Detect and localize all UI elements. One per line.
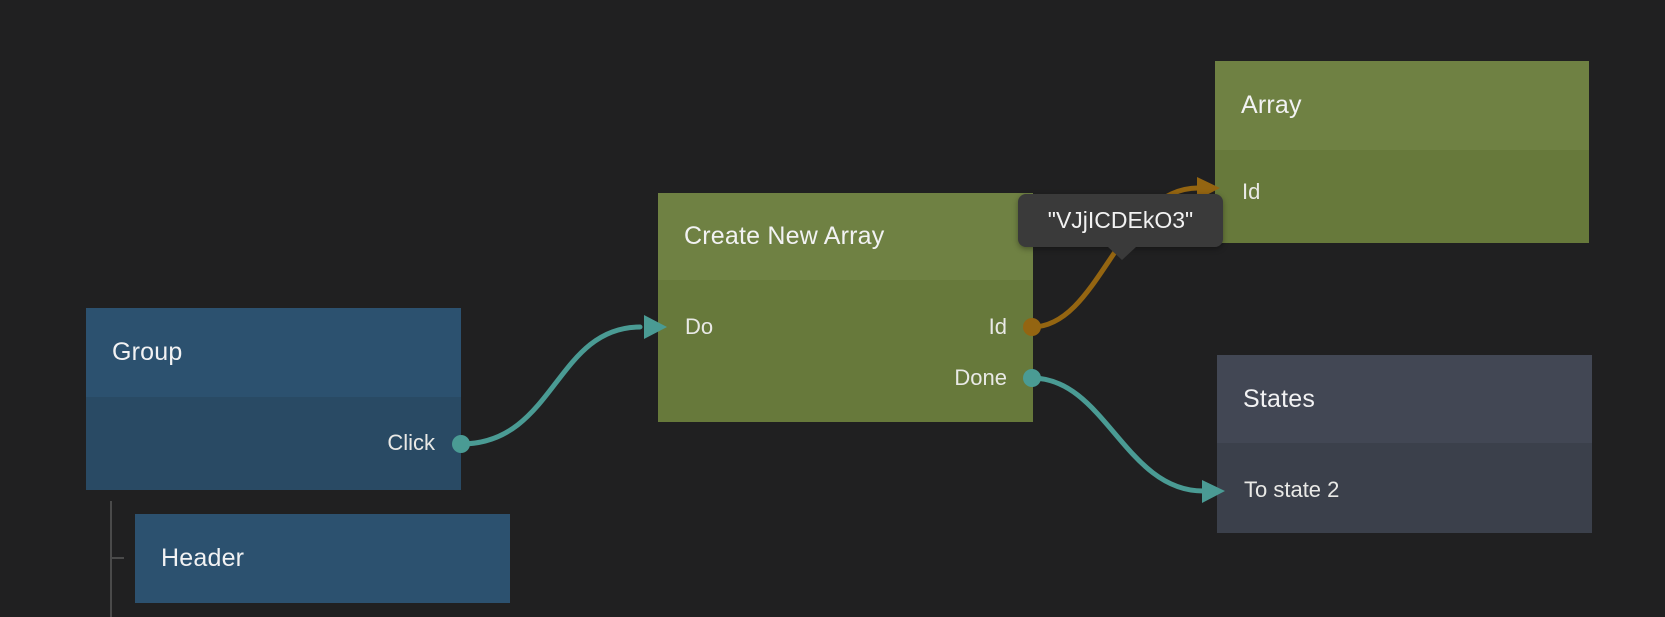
node-header-header[interactable]: Header [135, 514, 510, 603]
port-dot-click[interactable] [452, 435, 470, 453]
port-create-new-array-do-label: Do [685, 314, 714, 339]
hierarchy-line-vertical [110, 501, 112, 617]
port-create-new-array-id-label: Id [988, 314, 1007, 339]
connection-done-to-state-wire[interactable] [1029, 375, 1206, 494]
node-header-title: Header [161, 544, 245, 572]
node-create-new-array-title: Create New Array [684, 222, 885, 250]
node-array[interactable]: Array Id [1215, 61, 1589, 243]
node-group-title: Group [112, 338, 183, 366]
port-states-to-state-2-label: To state 2 [1244, 477, 1340, 502]
port-create-new-array-id[interactable]: Id [658, 304, 1033, 350]
port-create-new-array-do[interactable]: Do [658, 304, 1033, 350]
port-dot-id[interactable] [1023, 318, 1041, 336]
node-states[interactable]: States To state 2 [1217, 355, 1592, 533]
connection-done-to-state[interactable] [1023, 369, 1225, 503]
tooltip-pointer [1108, 247, 1136, 260]
node-array-header[interactable]: Array [1215, 61, 1589, 150]
node-header[interactable]: Header [135, 514, 510, 603]
port-create-new-array-done[interactable]: Done [658, 355, 1033, 401]
connection-click-to-do-wire[interactable] [458, 324, 643, 447]
port-states-to-state-2[interactable]: To state 2 [1217, 467, 1592, 513]
port-create-new-array-done-label: Done [954, 365, 1007, 390]
hierarchy-line-tick [110, 557, 124, 559]
node-states-header[interactable]: States [1217, 355, 1592, 443]
port-array-id[interactable]: Id [1215, 169, 1589, 215]
node-group[interactable]: Group Click [86, 308, 461, 490]
port-group-click[interactable]: Click [86, 420, 461, 466]
node-group-header[interactable]: Group [86, 308, 461, 397]
connection-click-to-do[interactable] [452, 315, 667, 453]
port-array-id-label: Id [1242, 179, 1261, 204]
connection-value-tooltip: "VJjICDEkO3" [1018, 194, 1223, 260]
node-states-title: States [1243, 384, 1316, 413]
node-array-title: Array [1241, 91, 1302, 119]
arrowhead-into-do [644, 315, 667, 339]
node-create-new-array-header[interactable]: Create New Array [658, 193, 1033, 280]
port-dot-done[interactable] [1023, 369, 1041, 387]
arrowhead-into-to-state-2 [1202, 480, 1225, 503]
node-create-new-array[interactable]: Create New Array Do Id Done [658, 193, 1033, 422]
port-group-click-label: Click [387, 430, 435, 455]
connection-value-tooltip-text: "VJjICDEkO3" [1047, 207, 1194, 233]
